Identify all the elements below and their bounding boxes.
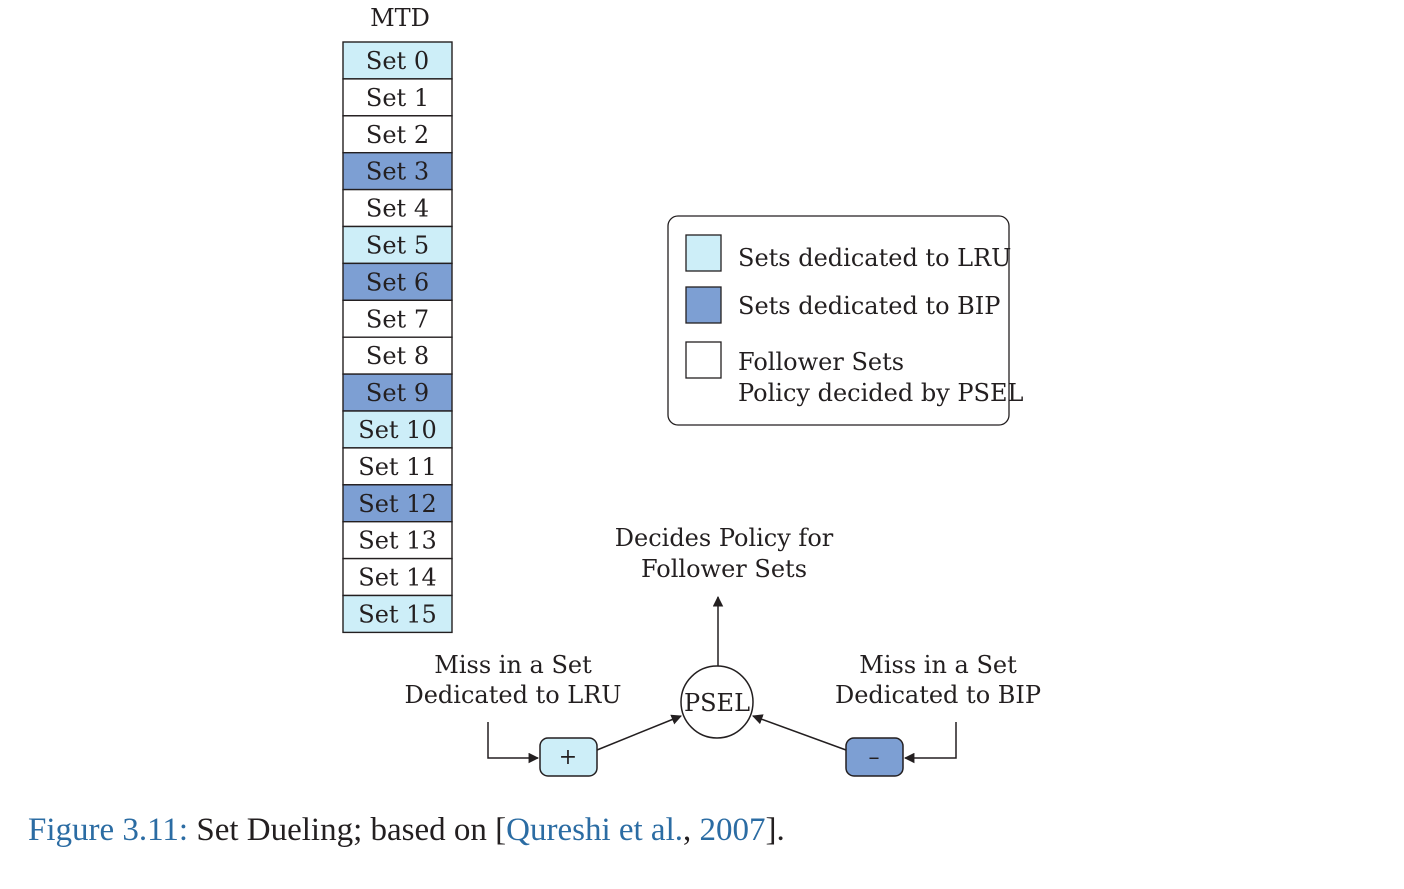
reference-author-link[interactable]: Qureshi et al. <box>506 812 683 848</box>
set-label-2: Set 2 <box>366 121 429 149</box>
set-label-13: Set 13 <box>358 527 436 555</box>
psel-counter-circle <box>680 665 754 739</box>
set-cell-10 <box>342 410 453 449</box>
set-cell-9 <box>342 373 453 412</box>
increment-box <box>539 737 598 777</box>
set-label-1: Set 1 <box>366 84 429 112</box>
set-label-7: Set 7 <box>366 305 429 333</box>
mtd-title: MTD <box>370 4 430 32</box>
set-label-12: Set 12 <box>358 490 436 518</box>
legend: Sets dedicated to LRU Sets dedicated to … <box>667 215 1024 426</box>
lru-miss-label-line2: Dedicated to LRU <box>404 681 621 709</box>
set-label-9: Set 9 <box>366 379 429 407</box>
set-cell-0 <box>342 41 453 80</box>
legend-lru-swatch <box>685 234 722 272</box>
legend-lru-label: Sets dedicated to LRU <box>738 244 1011 272</box>
legend-box <box>667 215 1010 426</box>
caption-end: ]. <box>765 812 785 848</box>
mtd-set-column: Set 0 Set 1 Set 2 Set 3 Set 4 Set 5 Set 6 Set 7… <box>342 41 453 634</box>
legend-follower-label-line1: Follower Sets <box>738 348 904 376</box>
set-label-3: Set 3 <box>366 158 429 186</box>
increment-label: + <box>559 745 577 770</box>
set-label-0: Set 0 <box>366 47 429 75</box>
set-cell-1 <box>342 78 453 117</box>
set-cell-5 <box>342 225 453 265</box>
set-label-5: Set 5 <box>366 231 429 259</box>
increment-to-psel-arrow <box>596 714 682 751</box>
legend-bip-swatch <box>685 286 722 324</box>
set-label-4: Set 4 <box>366 195 429 223</box>
reference-year-link[interactable]: 2007 <box>699 812 766 848</box>
legend-follower-swatch <box>685 341 722 379</box>
lru-miss-label-line1: Miss in a Set <box>434 651 592 679</box>
set-label-8: Set 8 <box>366 342 429 370</box>
psel-label: PSEL <box>684 689 750 717</box>
psel-output-label-line1: Decides Policy for <box>615 524 834 552</box>
psel-output-label-line2: Follower Sets <box>641 555 807 583</box>
set-label-6: Set 6 <box>366 268 429 296</box>
bip-miss-label-line2: Dedicated to BIP <box>835 681 1041 709</box>
set-cell-11 <box>342 447 453 486</box>
set-cell-7 <box>342 299 453 338</box>
bip-miss-label-line1: Miss in a Set <box>859 651 1017 679</box>
decrement-box <box>845 737 904 777</box>
figure-number[interactable]: Figure 3.11: <box>28 812 189 848</box>
decrement-label: – <box>869 745 880 770</box>
set-cell-15 <box>342 594 453 634</box>
lru-miss-arrow <box>487 722 540 764</box>
figure-caption: Figure 3.11: Set Dueling; based on [Qure… <box>28 812 785 849</box>
set-label-15: Set 15 <box>358 600 436 628</box>
bip-miss-arrow <box>903 722 957 764</box>
decrement-to-psel-arrow <box>752 714 847 751</box>
legend-follower-label-line2: Policy decided by PSEL <box>738 379 1024 407</box>
legend-bip-label: Sets dedicated to BIP <box>738 292 1000 320</box>
set-label-11: Set 11 <box>358 453 436 481</box>
set-cell-13 <box>342 521 453 560</box>
set-cell-3 <box>342 151 453 191</box>
caption-text: Set Dueling; based on [ <box>188 812 507 848</box>
reference-separator: , <box>683 812 700 848</box>
set-label-14: Set 14 <box>358 564 436 592</box>
set-label-10: Set 10 <box>358 416 436 444</box>
